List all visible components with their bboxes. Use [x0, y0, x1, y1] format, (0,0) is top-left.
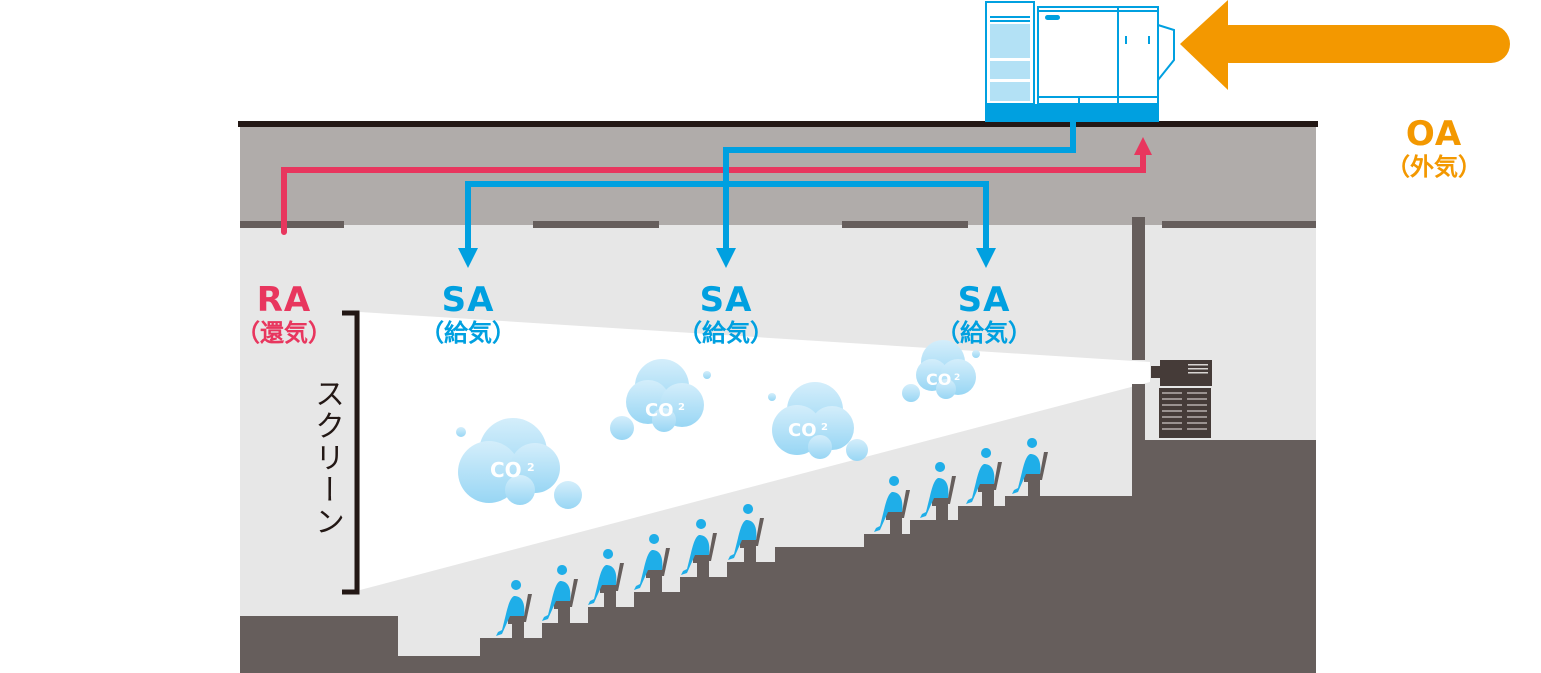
sa-description: （給気） [936, 319, 1032, 347]
co2-subscript: 2 [821, 422, 828, 433]
audience-member [681, 519, 717, 577]
sa-code: SA [957, 280, 1011, 320]
co2-subscript: 2 [678, 402, 685, 413]
co2-label: CO [645, 400, 674, 421]
person-icon [634, 534, 663, 590]
projector [1151, 360, 1212, 438]
outside-air-arrow [1180, 0, 1510, 90]
sa-description: （給気） [420, 319, 516, 347]
person-icon [542, 565, 571, 621]
co2-label: CO [490, 458, 522, 482]
oa-code: OA [1405, 114, 1463, 154]
audience-member [920, 462, 956, 520]
person-icon [874, 476, 903, 532]
co2-cloud [768, 382, 868, 461]
person-icon [1012, 438, 1041, 494]
oa-label: OA （外気） [1384, 117, 1484, 179]
audience-member [728, 504, 764, 562]
co2-cloud [610, 359, 711, 440]
audience-member [496, 580, 532, 638]
stepped-floor [240, 440, 1316, 673]
roof-line [238, 121, 1318, 127]
sa-code: SA [699, 280, 753, 320]
screen-label: スクリーン [309, 378, 344, 538]
supply-air-arrowheads [458, 248, 996, 268]
person-icon [728, 504, 757, 560]
audience-member [874, 476, 910, 534]
person-icon [588, 549, 617, 605]
sa-label: SA （給気） [934, 283, 1034, 345]
co2-subscript: 2 [527, 461, 535, 474]
ceiling-plenum [240, 125, 1316, 225]
screen-bracket [342, 310, 360, 595]
sa-code: SA [441, 280, 495, 320]
ra-description: （還気） [236, 319, 332, 347]
co2-subscript: 2 [954, 373, 960, 383]
person-icon [496, 580, 525, 636]
co2-cloud [902, 340, 980, 402]
co2-label: CO [788, 420, 817, 441]
ahu-base [985, 104, 1159, 122]
audience-member [1012, 438, 1048, 496]
oa-description: （外気） [1386, 153, 1482, 181]
person-icon [920, 462, 949, 518]
ceiling-panels [240, 221, 1316, 228]
audience [496, 438, 1048, 638]
sa-description: （給気） [678, 319, 774, 347]
person-icon [966, 448, 995, 504]
co2-label: CO [926, 370, 951, 389]
sa-label: SA （給気） [418, 283, 518, 345]
sa-label: SA （給気） [676, 283, 776, 345]
audience-member [588, 549, 624, 607]
booth-wall-upper [1132, 217, 1145, 360]
ra-code: RA [256, 280, 312, 320]
audience-member [542, 565, 578, 623]
audience-member [966, 448, 1002, 506]
audience-member [634, 534, 670, 592]
air-handling-unit [985, 1, 1175, 105]
co2-cloud [456, 418, 582, 509]
supply-air-duct [465, 122, 1076, 250]
return-air-duct [281, 137, 1152, 235]
person-icon [681, 519, 710, 575]
ra-label: RA （還気） [236, 283, 332, 345]
